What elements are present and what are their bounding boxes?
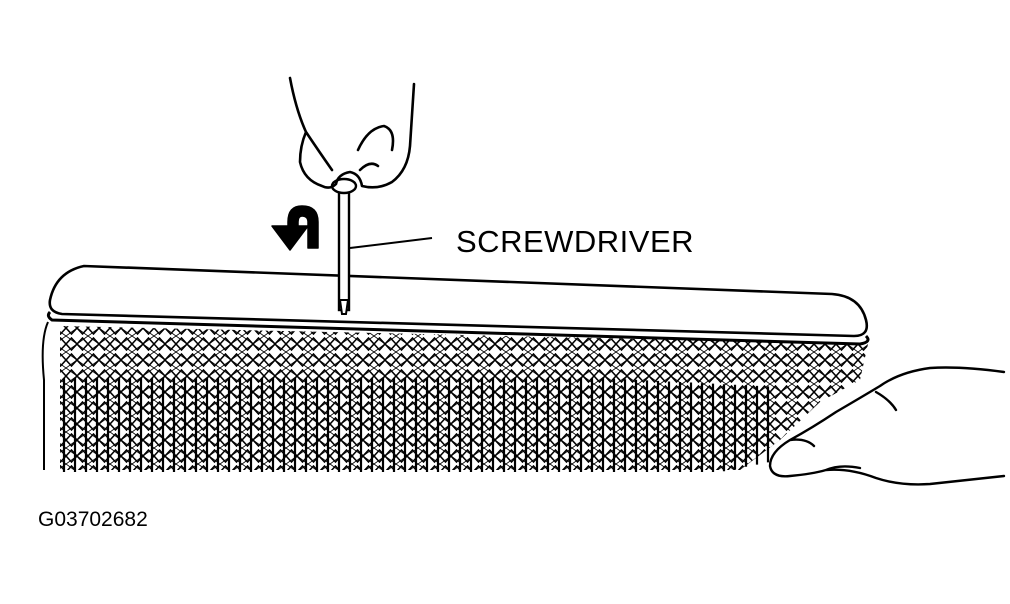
curved-arrow-left-icon bbox=[271, 205, 319, 251]
radiator-tank-top bbox=[48, 264, 869, 338]
figure-code: G03702682 bbox=[38, 508, 148, 531]
hand-holding-screwdriver bbox=[288, 76, 416, 189]
screwdriver-label: SCREWDRIVER bbox=[456, 224, 695, 259]
radiator-core-tubes bbox=[62, 378, 770, 472]
radiator-side-wall bbox=[41, 321, 49, 470]
hand-gripping-radiator bbox=[768, 366, 1006, 486]
tank-lip bbox=[46, 310, 870, 346]
callout-leader-line bbox=[349, 237, 433, 249]
radiator-mesh bbox=[60, 326, 868, 470]
